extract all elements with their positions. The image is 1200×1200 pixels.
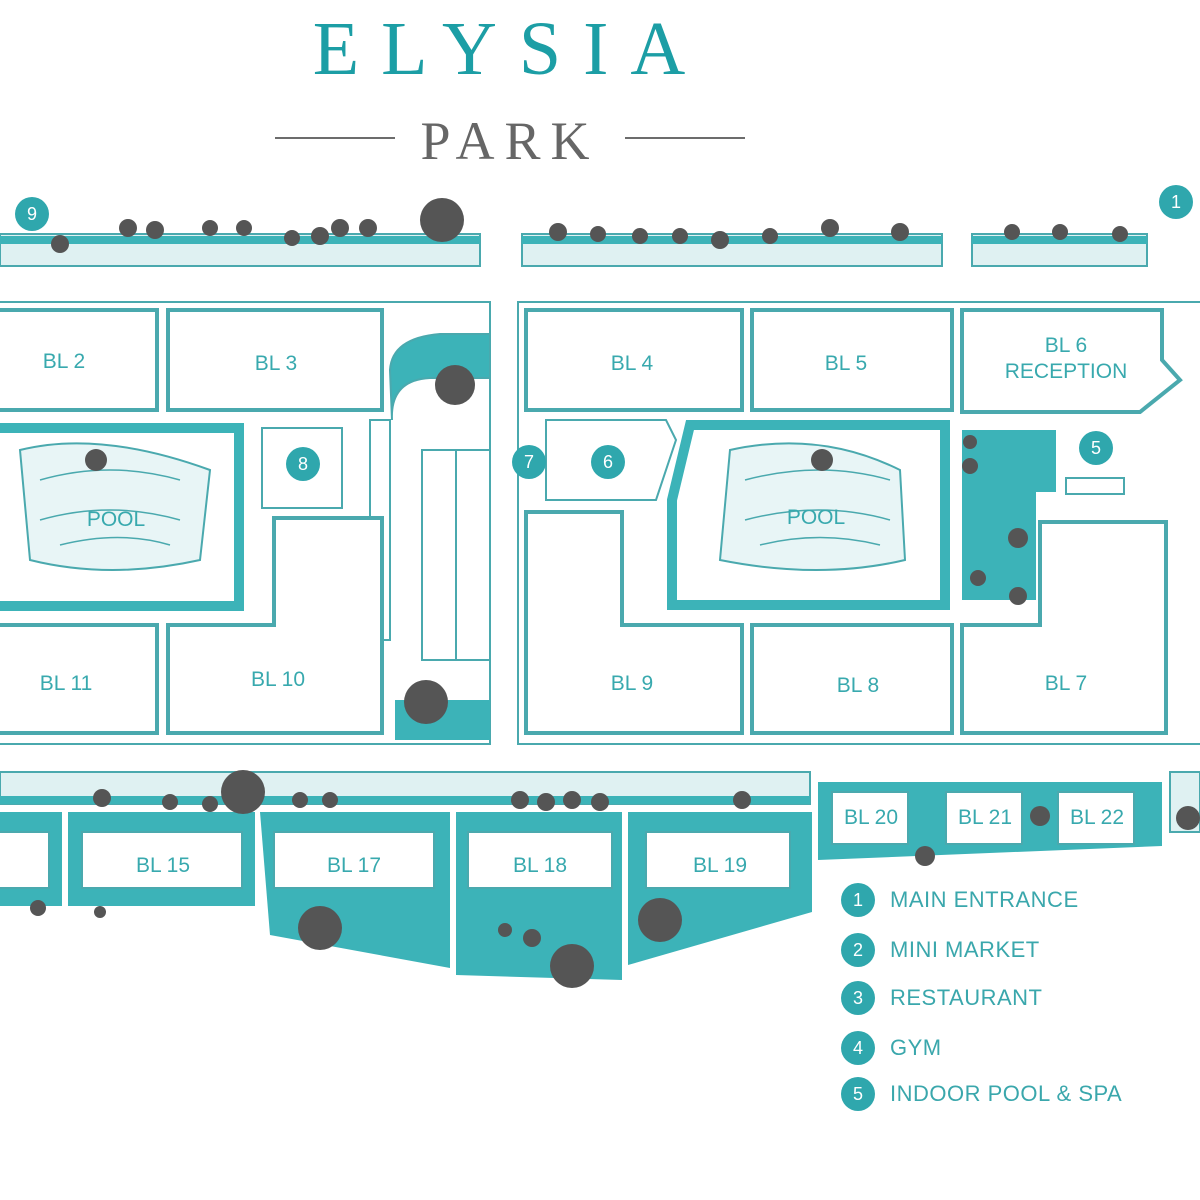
- tree-icon: [811, 449, 833, 471]
- brand-title: ELYSIA: [312, 7, 708, 91]
- label-bl10: BL 10: [251, 668, 305, 691]
- block-bl3: [166, 308, 384, 412]
- label-reception: RECEPTION: [1005, 360, 1128, 383]
- label-bl22: BL 22: [1070, 806, 1124, 829]
- map-markers: 1 5 6 7 8 9: [15, 185, 1193, 481]
- south-blocks: [0, 782, 1162, 980]
- label-bl3: BL 3: [255, 352, 297, 375]
- label-bl2: BL 2: [43, 350, 85, 373]
- east-pool-area: [667, 420, 950, 610]
- block-bl19: [645, 831, 791, 889]
- trees: [30, 198, 1200, 988]
- block-bl17: [273, 831, 435, 889]
- legend-marker-2: [841, 933, 875, 967]
- block-bl9: [524, 510, 744, 735]
- legend-item-indoor-pool-spa: INDOOR POOL & SPA: [890, 1081, 1122, 1106]
- brand-divider-left: [275, 137, 395, 139]
- block-bl15: [81, 831, 243, 889]
- west-pool-area: [0, 423, 244, 611]
- block-bl7: [960, 520, 1168, 735]
- label-bl17: BL 17: [327, 854, 381, 877]
- tree-icon: [420, 198, 464, 242]
- east-site-boundary: [517, 301, 1200, 745]
- label-bl5: BL 5: [825, 352, 867, 375]
- block-bl11: [0, 623, 159, 735]
- label-bl19: BL 19: [693, 854, 747, 877]
- legend: 1 MAIN ENTRANCE 2 MINI MARKET 3 RESTAURA…: [841, 883, 1122, 1111]
- legend-num-2: 2: [853, 940, 863, 960]
- block-bl6: [960, 308, 1183, 414]
- bottom-parking: [0, 771, 1200, 833]
- label-bl18: BL 18: [513, 854, 567, 877]
- marker-1[interactable]: [1159, 185, 1193, 219]
- label-pool-west: POOL: [87, 508, 145, 531]
- legend-item-gym: GYM: [890, 1035, 942, 1060]
- block-bl2: [0, 308, 159, 412]
- block-bl8: [750, 623, 954, 735]
- marker-7[interactable]: [512, 445, 546, 479]
- tree-icon: [85, 449, 107, 471]
- legend-item-restaurant: RESTAURANT: [890, 985, 1043, 1010]
- block-bl4: [524, 308, 744, 412]
- block-bl5: [750, 308, 954, 412]
- legend-num-5: 5: [853, 1084, 863, 1104]
- label-bl15: BL 15: [136, 854, 190, 877]
- west-blocks: [0, 308, 384, 735]
- east-pool-hedge: [667, 420, 950, 610]
- marker-5-label: 5: [1091, 438, 1101, 458]
- tree-icon: [404, 680, 448, 724]
- label-bl6: BL 6: [1045, 334, 1087, 357]
- marker-8-label: 8: [298, 454, 308, 474]
- marker-5[interactable]: [1079, 431, 1113, 465]
- legend-marker-5: [841, 1077, 875, 1111]
- tree-icon: [550, 944, 594, 988]
- top-parking: [0, 233, 1148, 267]
- brand-divider-right: [625, 137, 745, 139]
- label-pool-east: POOL: [787, 506, 845, 529]
- block-bl10: [166, 516, 384, 735]
- label-bl7: BL 7: [1045, 672, 1087, 695]
- marker-1-label: 1: [1171, 192, 1181, 212]
- legend-num-3: 3: [853, 988, 863, 1008]
- tree-icon: [298, 906, 342, 950]
- label-bl8: BL 8: [837, 674, 879, 697]
- tree-icon: [435, 365, 475, 405]
- label-bl9: BL 9: [611, 672, 653, 695]
- block-bl18: [467, 831, 613, 889]
- label-bl21: BL 21: [958, 806, 1012, 829]
- block-bl22: [1057, 791, 1135, 845]
- west-pool: [18, 442, 212, 571]
- brand-subtitle: PARK: [420, 111, 600, 171]
- block-labels: BL 2 BL 3 BL 4 BL 5 BL 6 RECEPTION BL 7 …: [40, 334, 1128, 877]
- marker-9[interactable]: [15, 197, 49, 231]
- label-bl4: BL 4: [611, 352, 654, 375]
- legend-marker-1: [841, 883, 875, 917]
- label-bl20: BL 20: [844, 806, 898, 829]
- marker-6-label: 6: [603, 452, 613, 472]
- brand-subtitle-group: PARK: [270, 110, 750, 171]
- marker-6[interactable]: [591, 445, 625, 479]
- marker-9-label: 9: [27, 204, 37, 224]
- marker-8[interactable]: [286, 447, 320, 481]
- tree-icon: [221, 770, 265, 814]
- west-pool-hedge: [0, 423, 244, 611]
- legend-num-4: 4: [853, 1038, 863, 1058]
- marker-7-label: 7: [524, 452, 534, 472]
- tree-icon: [638, 898, 682, 942]
- legend-item-main-entrance: MAIN ENTRANCE: [890, 887, 1079, 912]
- block-bl14: [0, 831, 50, 889]
- block-bl20: [831, 791, 909, 845]
- legend-marker-3: [841, 981, 875, 1015]
- legend-item-mini-market: MINI MARKET: [890, 937, 1040, 962]
- legend-num-1: 1: [853, 890, 863, 910]
- legend-marker-4: [841, 1031, 875, 1065]
- east-blocks: [524, 308, 1183, 735]
- block-bl21: [945, 791, 1023, 845]
- label-bl11: BL 11: [40, 672, 93, 695]
